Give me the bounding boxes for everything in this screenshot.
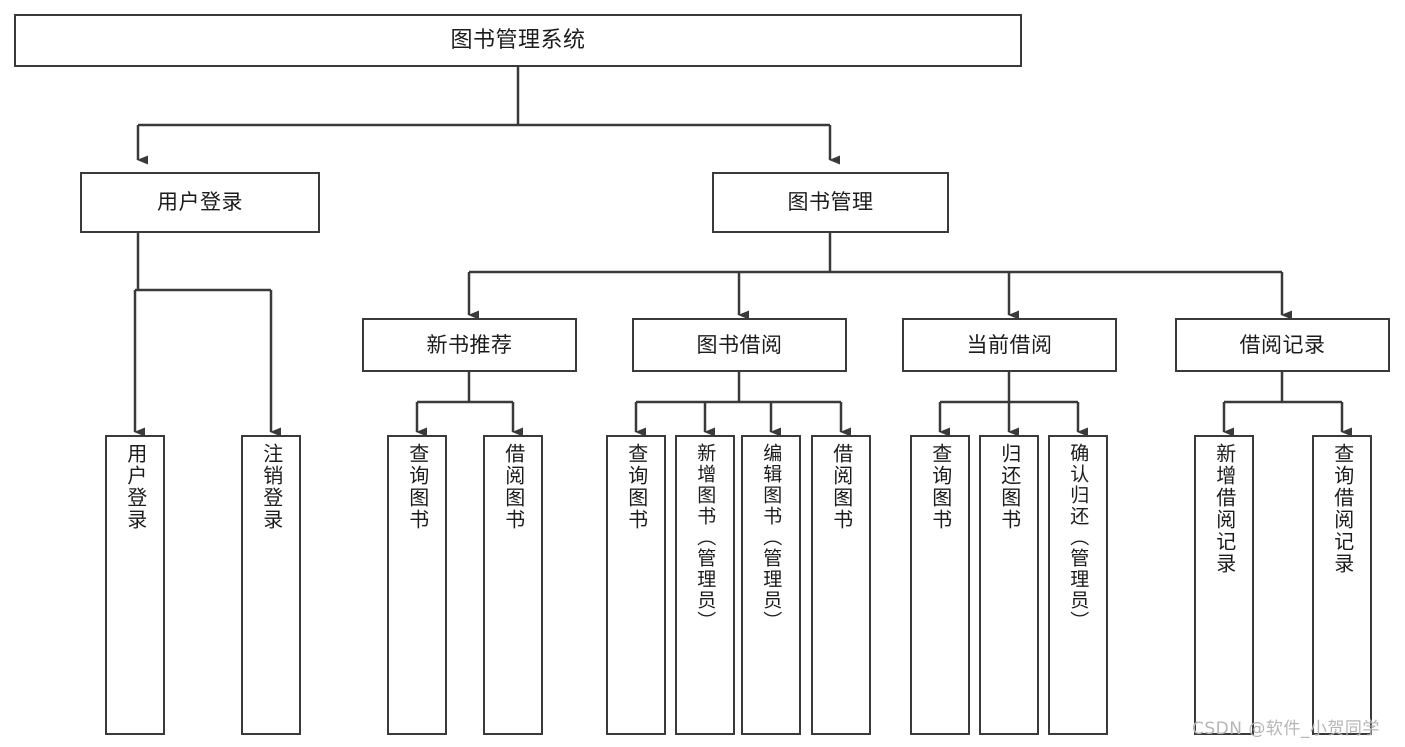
node-leaf-borrow-book-1-label: 借阅图书 — [501, 443, 526, 531]
node-leaf-query-book-2[interactable]: 查询图书 — [606, 435, 666, 735]
node-leaf-return-book-label: 归还图书 — [997, 443, 1022, 531]
node-current-borrow[interactable]: 当前借阅 — [902, 318, 1117, 372]
node-leaf-edit-book[interactable]: 编辑图书（管理员） — [741, 435, 801, 735]
node-current-borrow-label: 当前借阅 — [966, 332, 1053, 357]
csdn-watermark: CSDN @软件_小贺同学 — [1192, 719, 1380, 739]
node-leaf-query-book-1-label: 查询图书 — [405, 443, 430, 531]
node-leaf-add-record[interactable]: 新增借阅记录 — [1194, 435, 1254, 735]
node-leaf-confirm-return-label: 确认归还（管理员） — [1067, 443, 1090, 632]
node-borrow-record[interactable]: 借阅记录 — [1175, 318, 1390, 372]
node-leaf-query-book-2-label: 查询图书 — [624, 443, 649, 531]
node-user-login[interactable]: 用户登录 — [80, 172, 320, 233]
node-leaf-borrow-book-2-label: 借阅图书 — [829, 443, 854, 531]
node-leaf-query-book-3[interactable]: 查询图书 — [910, 435, 970, 735]
node-leaf-user-login[interactable]: 用户登录 — [105, 435, 165, 735]
node-leaf-add-book[interactable]: 新增图书（管理员） — [675, 435, 735, 735]
node-leaf-edit-book-label: 编辑图书（管理员） — [760, 443, 783, 632]
node-new-book-recommend[interactable]: 新书推荐 — [362, 318, 577, 372]
node-leaf-logout[interactable]: 注销登录 — [241, 435, 301, 735]
node-leaf-query-record[interactable]: 查询借阅记录 — [1312, 435, 1372, 735]
node-book-manage[interactable]: 图书管理 — [712, 172, 949, 233]
node-borrow-record-label: 借阅记录 — [1239, 332, 1326, 357]
node-leaf-logout-label: 注销登录 — [259, 443, 284, 531]
node-leaf-borrow-book-2[interactable]: 借阅图书 — [811, 435, 871, 735]
node-user-login-label: 用户登录 — [157, 190, 243, 215]
node-new-book-recommend-label: 新书推荐 — [426, 332, 513, 357]
node-leaf-add-book-label: 新增图书（管理员） — [694, 443, 717, 632]
node-leaf-query-record-label: 查询借阅记录 — [1330, 443, 1355, 575]
node-leaf-user-login-label: 用户登录 — [123, 443, 148, 531]
node-root-label: 图书管理系统 — [450, 27, 586, 53]
node-leaf-confirm-return[interactable]: 确认归还（管理员） — [1048, 435, 1108, 735]
node-leaf-add-record-label: 新增借阅记录 — [1212, 443, 1237, 575]
node-leaf-query-book-1[interactable]: 查询图书 — [387, 435, 447, 735]
node-leaf-query-book-3-label: 查询图书 — [928, 443, 953, 531]
node-book-borrow[interactable]: 图书借阅 — [632, 318, 847, 372]
node-leaf-borrow-book-1[interactable]: 借阅图书 — [483, 435, 543, 735]
node-root[interactable]: 图书管理系统 — [14, 14, 1022, 67]
node-book-manage-label: 图书管理 — [787, 190, 874, 215]
node-book-borrow-label: 图书借阅 — [696, 332, 783, 357]
node-leaf-return-book[interactable]: 归还图书 — [979, 435, 1039, 735]
